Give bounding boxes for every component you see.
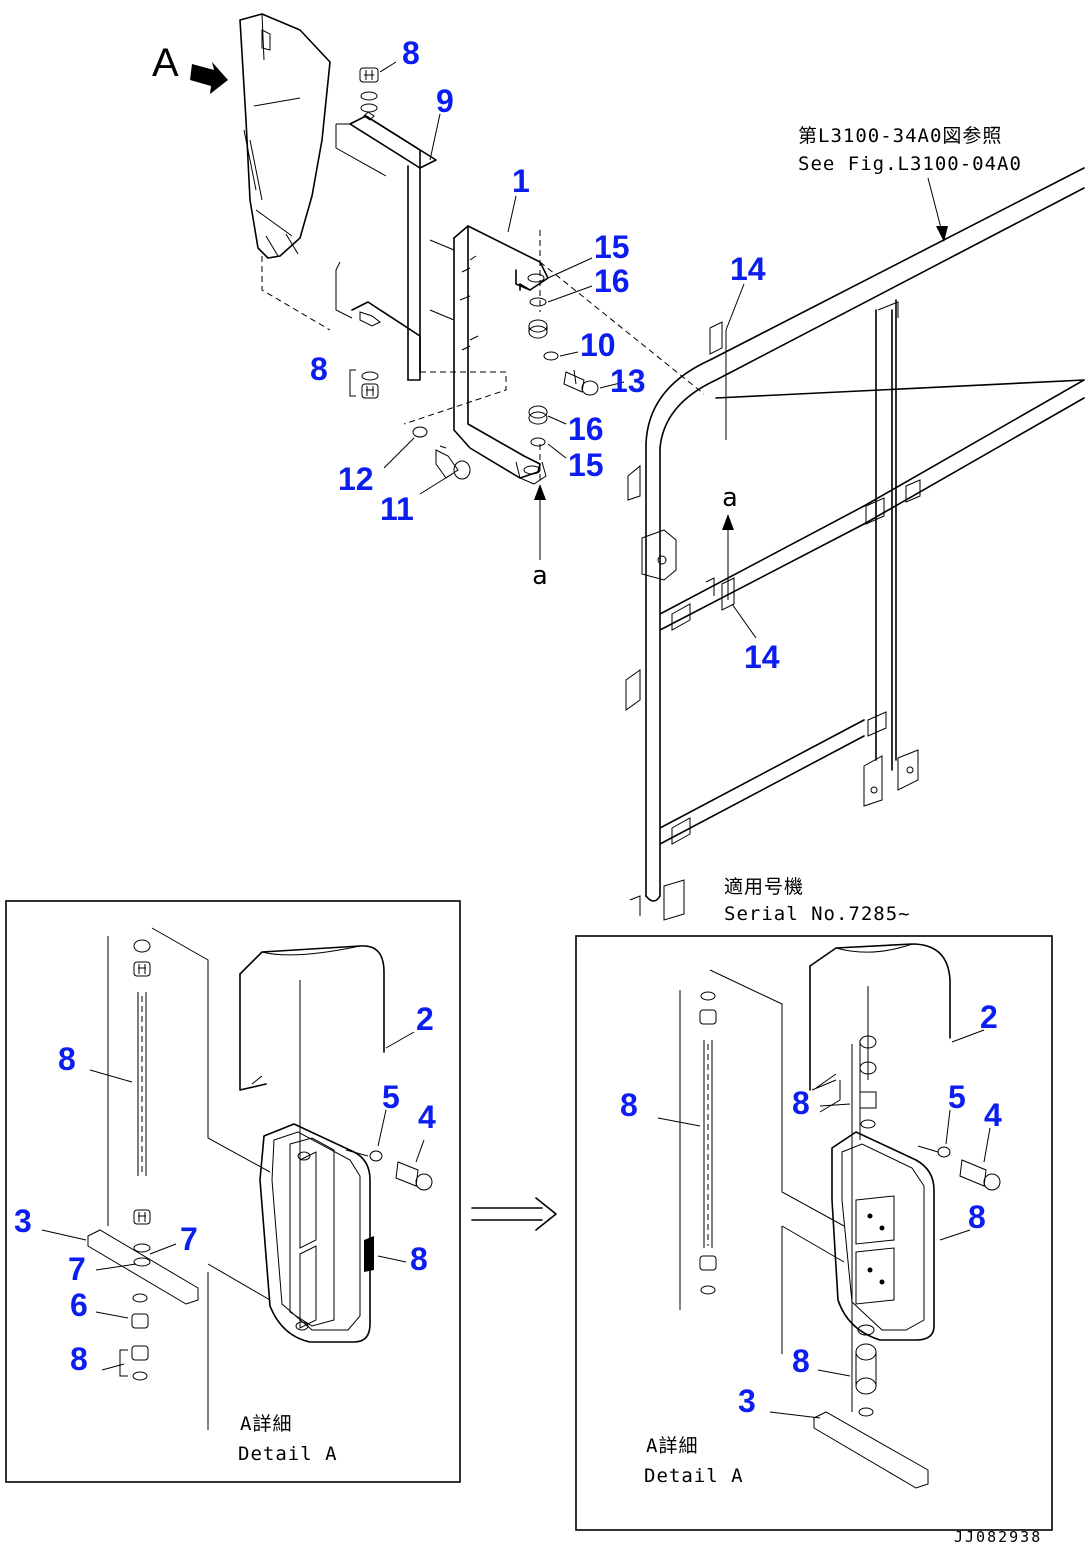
callout-l-5: 5	[382, 1079, 400, 1115]
arrow-a-right-label: a	[722, 483, 739, 513]
serial-jp: 適用号機	[724, 876, 804, 898]
callout-13: 13	[610, 363, 646, 399]
detail-left-frame	[5, 900, 461, 1483]
callout-l-8-top: 8	[58, 1041, 76, 1077]
callout-r-5: 5	[948, 1079, 966, 1115]
callout-11: 11	[380, 491, 414, 527]
callout-r-4: 4	[984, 1097, 1002, 1133]
callout-l-6: 6	[70, 1287, 88, 1323]
cab-post	[239, 13, 331, 331]
callout-16-lower: 16	[568, 411, 604, 447]
callout-r-2: 2	[980, 999, 998, 1035]
callout-9: 9	[436, 83, 454, 119]
upper-washers	[528, 297, 559, 361]
callout-l-7-left: 7	[68, 1251, 86, 1287]
drawing-code: JJ082938	[954, 1528, 1042, 1546]
callout-14-lower: 14	[744, 639, 780, 675]
callout-r-8-bolt: 8	[620, 1087, 638, 1123]
detail-right-title-jp: A詳細	[646, 1435, 698, 1457]
arrow-a-bottom: a	[532, 484, 549, 591]
reference-en: See Fig.L3100-04A0	[798, 153, 1022, 175]
callout-l-8-lamp: 8	[410, 1241, 428, 1277]
callout-14-upper: 14	[730, 251, 766, 287]
callout-16-upper: 16	[594, 263, 630, 299]
part-8-left	[349, 369, 379, 399]
callout-8-left: 8	[310, 351, 328, 387]
callout-15-upper: 15	[594, 229, 630, 265]
callout-8-top: 8	[402, 35, 420, 71]
part-13-bolt	[563, 369, 599, 396]
detail-right: 2 8 8 5 4 8 8 3 A詳細 Detail A	[575, 935, 1053, 1531]
detail-right-title-en: Detail A	[644, 1465, 744, 1487]
lower-washers	[528, 405, 548, 447]
reference-arrow	[927, 177, 948, 242]
detail-right-frame	[575, 935, 1053, 1531]
callout-r-3: 3	[738, 1383, 756, 1419]
reference-jp: 第L3100-34A0図参照	[798, 125, 1002, 147]
callout-l-2: 2	[416, 1001, 434, 1037]
callout-l-8-bottom: 8	[70, 1341, 88, 1377]
handrail	[625, 167, 1085, 921]
detail-left-title-en: Detail A	[238, 1443, 338, 1465]
part-8-top	[359, 61, 397, 113]
callout-15-lower: 15	[568, 447, 604, 483]
detail-left: 8 2 5 4 3 7 7 8 6 8 A詳細 Detail A	[5, 900, 557, 1483]
callout-l-3: 3	[14, 1203, 32, 1239]
arrow-a-right: a	[722, 483, 739, 600]
main-view: A	[152, 13, 1085, 925]
part-9-bracket	[335, 111, 437, 381]
callout-r-8-top: 8	[792, 1085, 810, 1121]
callout-r-8-lamp: 8	[968, 1199, 986, 1235]
part-11-12	[412, 426, 471, 480]
callout-1: 1	[512, 163, 530, 199]
callout-l-4: 4	[418, 1099, 436, 1135]
detail-left-title-jp: A詳細	[240, 1413, 292, 1435]
callout-l-7-right: 7	[180, 1221, 198, 1257]
part-1-frame	[429, 225, 549, 485]
serial-en: Serial No.7285~	[724, 903, 911, 925]
callout-10: 10	[580, 327, 616, 363]
callout-r-8-bottom: 8	[792, 1343, 810, 1379]
callout-12: 12	[338, 461, 374, 497]
view-letter-a: A	[152, 41, 179, 85]
view-arrow	[190, 62, 228, 94]
arrow-a-label: a	[532, 561, 549, 591]
